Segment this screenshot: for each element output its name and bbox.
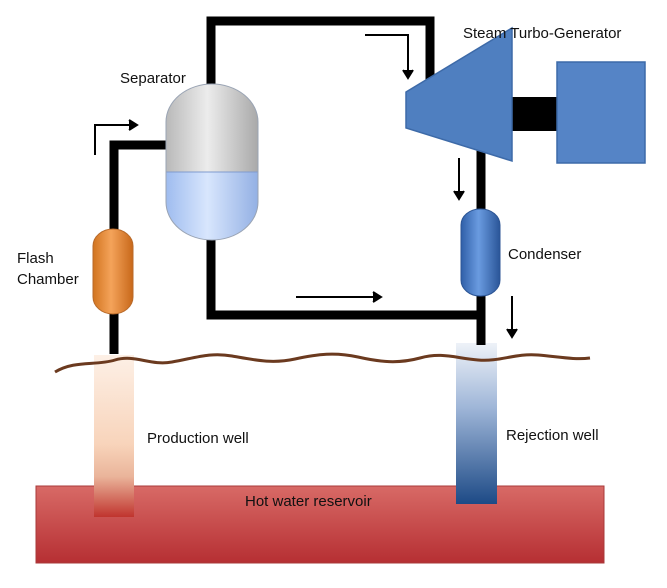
separator-vessel xyxy=(165,83,259,241)
flow-arrow-brine-return xyxy=(296,291,383,303)
generator xyxy=(556,61,646,164)
condenser-vessel xyxy=(460,208,501,297)
steam-turbine xyxy=(405,26,513,163)
label-steam-turbo-generator: Steam Turbo-Generator xyxy=(463,25,622,42)
label-condenser: Condenser xyxy=(508,246,582,263)
flash-chamber-vessel xyxy=(92,228,134,315)
turbine-generator-shaft xyxy=(508,97,560,131)
ground-surface-line xyxy=(54,352,591,374)
label-flash-chamber: Flash Chamber xyxy=(17,250,79,288)
flow-arrow-to-rejection-well xyxy=(506,296,518,339)
label-rejection-well: Rejection well xyxy=(506,427,599,444)
pipe-separator-to-turbine xyxy=(206,16,435,92)
flow-arrow-turbine-exhaust xyxy=(453,158,465,201)
production-well xyxy=(94,355,134,517)
pipe-separator-liquid-return xyxy=(206,236,486,345)
label-separator: Separator xyxy=(120,70,186,87)
label-hot-water-reservoir: Hot water reservoir xyxy=(245,493,372,510)
flow-arrow-steam-to-turbine xyxy=(365,34,414,80)
label-production-well: Production well xyxy=(147,430,249,447)
flow-arrow-into-separator xyxy=(94,119,139,155)
rejection-well xyxy=(456,343,497,504)
